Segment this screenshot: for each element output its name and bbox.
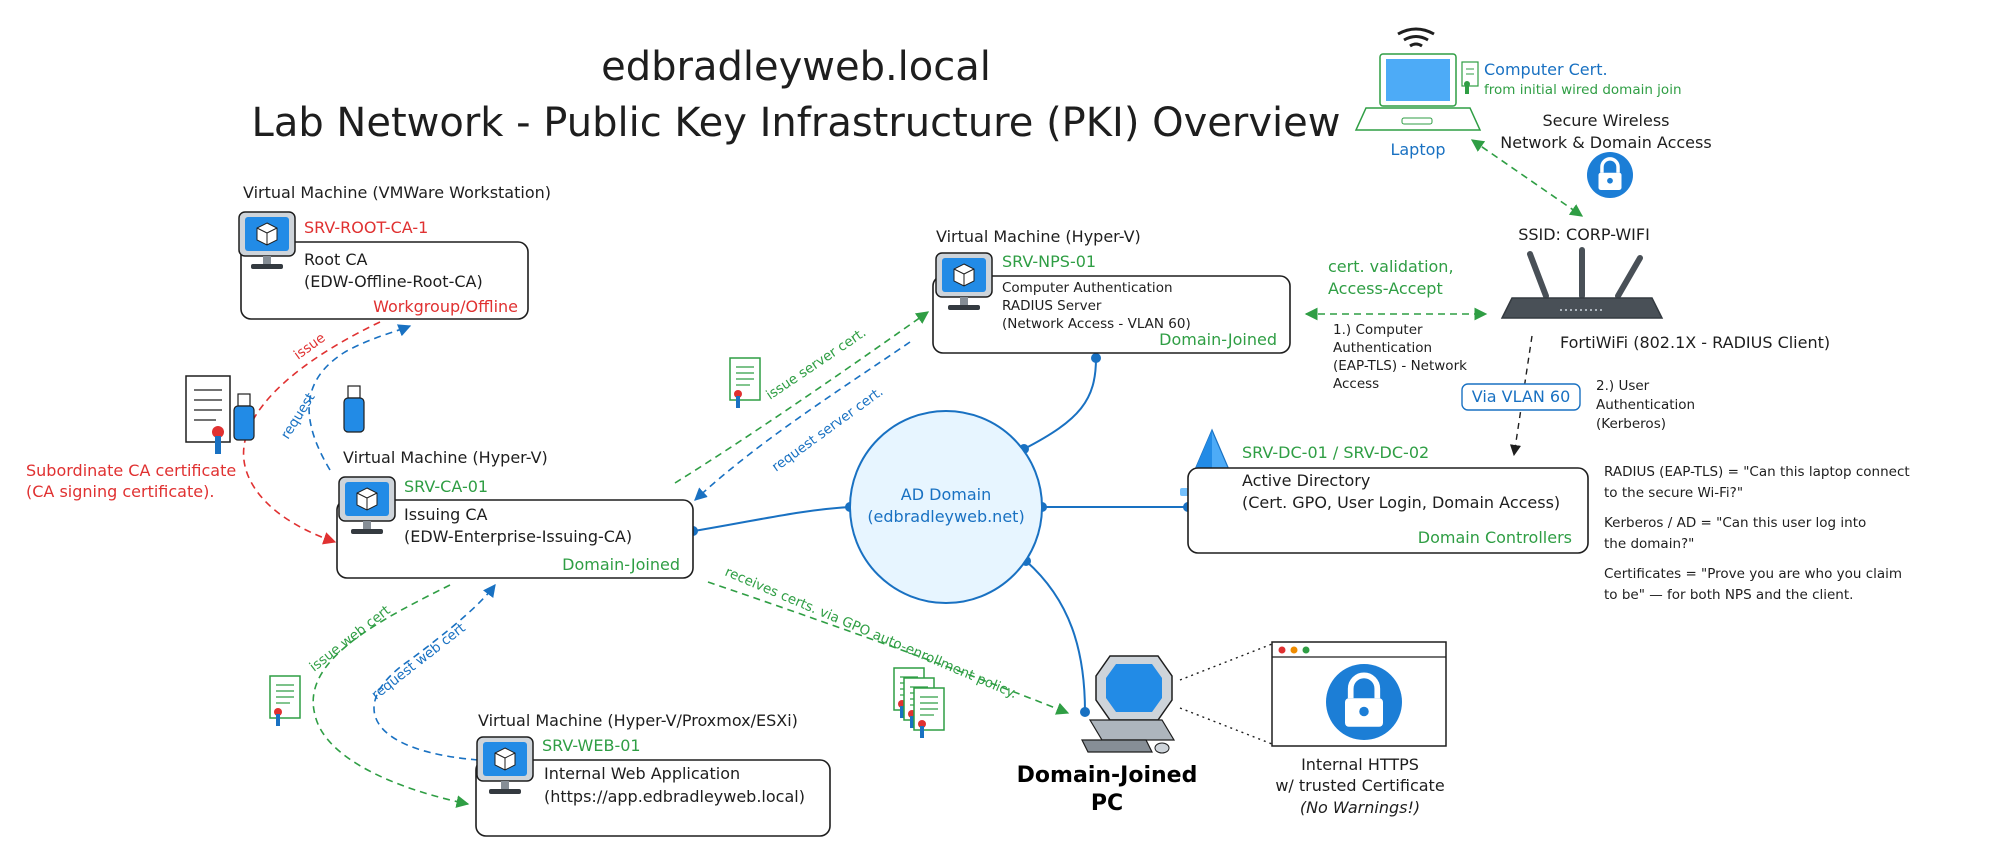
laptop-router-link [1470, 139, 1584, 217]
issue-server-cert-label: issue server cert. [763, 325, 869, 404]
router-label: FortiWiFi (802.1X - RADIUS Client) [1560, 333, 1830, 352]
certificate-stack-icon [893, 667, 945, 739]
gpo-autoenrollment-arrow [707, 581, 1070, 715]
request-label: request [278, 390, 319, 442]
comp-auth-line-4: Access [1333, 376, 1379, 392]
pc-label-line-2: PC [1091, 791, 1123, 816]
note-radius-line-2: to the secure Wi-Fi?" [1604, 485, 1743, 501]
wifi-signal-icon [1397, 27, 1435, 48]
nps-vm-label: Virtual Machine (Hyper-V) [936, 227, 1141, 246]
document-icon [185, 375, 231, 454]
ad-domain-circle[interactable] [849, 410, 1043, 604]
certificate-icon [1461, 61, 1479, 94]
issuing-ca-detail: (EDW-Enterprise-Issuing-CA) [404, 527, 632, 546]
router-ssid: SSID: CORP-WIFI [1518, 225, 1650, 244]
laptop-label: Laptop [1390, 140, 1445, 159]
lock-icon [1585, 150, 1635, 200]
browser-line-1: Internal HTTPS [1301, 755, 1419, 774]
request-arrow-issuing-to-root [308, 324, 412, 471]
ad-domain-line-2: (edbradleyweb.net) [867, 507, 1024, 526]
cert-validation-line-2: Access-Accept [1328, 279, 1443, 298]
note-kerberos-line-2: the domain?" [1604, 536, 1694, 552]
note-certs-line-2: to be" — for both NPS and the client. [1604, 587, 1853, 603]
dc-status: Domain Controllers [1418, 528, 1572, 547]
usb-drive-icon [233, 393, 255, 441]
nps-box[interactable] [932, 275, 1291, 354]
issuing-ca-box[interactable] [336, 499, 694, 579]
root-ca-detail: (EDW-Offline-Root-CA) [304, 272, 483, 291]
router-icon [1500, 247, 1664, 319]
browser-line-3: (No Warnings!) [1300, 798, 1420, 817]
web-line-2: (https://app.edbradleyweb.local) [544, 787, 805, 806]
web-vm-label: Virtual Machine (Hyper-V/Proxmox/ESXi) [478, 711, 798, 730]
root-ca-box[interactable] [240, 241, 529, 320]
secure-wireless-line-2: Network & Domain Access [1500, 133, 1711, 152]
nps-status: Domain-Joined [1159, 330, 1277, 349]
root-ca-hostname: SRV-ROOT-CA-1 [304, 218, 428, 237]
laptop-cert-line-1: Computer Cert. [1484, 60, 1608, 79]
nps-line-3: (Network Access - VLAN 60) [1002, 316, 1191, 332]
comp-auth-line-2: Authentication [1333, 340, 1432, 356]
web-line-1: Internal Web Application [544, 764, 740, 783]
request-web-cert-arrow [373, 583, 496, 761]
user-auth-line-2: Authentication [1596, 397, 1695, 413]
issuing-ca-vm-label: Virtual Machine (Hyper-V) [343, 448, 548, 467]
pc-label-line-1: Domain-Joined [1017, 763, 1198, 788]
certificate-icon [729, 357, 761, 409]
issue-arrow-root-to-issuing [242, 321, 381, 545]
usb-drive-icon [343, 385, 365, 433]
note-kerberos-line-1: Kerberos / AD = "Can this user log into [1604, 515, 1866, 531]
link-ad-to-nps [1023, 357, 1097, 450]
secure-wireless-line-1: Secure Wireless [1542, 111, 1669, 130]
workstation-pc-icon [1081, 655, 1176, 754]
dc-line-2: (Cert. GPO, User Login, Domain Access) [1242, 493, 1560, 512]
nps-line-1: Computer Authentication [1002, 280, 1173, 296]
browser-line-2: w/ trusted Certificate [1275, 776, 1444, 795]
title-line-2: Lab Network - Public Key Infrastructure … [252, 100, 1341, 146]
issue-label: issue [291, 330, 328, 363]
user-auth-line-3: (Kerberos) [1596, 416, 1666, 432]
issue-server-cert-arrow [674, 311, 930, 484]
certificate-icon [269, 675, 301, 727]
vlan-badge [1461, 383, 1581, 411]
request-server-cert-arrow [694, 341, 911, 501]
sub-ca-line-2: (CA signing certificate). [26, 482, 214, 501]
link-ad-to-pc [1025, 560, 1086, 713]
web-box[interactable] [475, 759, 831, 837]
note-certs-line-1: Certificates = "Prove you are who you cl… [1604, 566, 1902, 582]
note-radius-line-1: RADIUS (EAP-TLS) = "Can this laptop conn… [1604, 464, 1910, 480]
issuing-ca-status: Domain-Joined [562, 555, 680, 574]
nps-line-2: RADIUS Server [1002, 298, 1102, 314]
issuing-ca-hostname: SRV-CA-01 [404, 477, 488, 496]
dc-hostname: SRV-DC-01 / SRV-DC-02 [1242, 443, 1429, 462]
ad-domain-line-1: AD Domain [901, 485, 991, 504]
pc-browser-link-1 [1179, 643, 1273, 681]
web-hostname: SRV-WEB-01 [542, 736, 641, 755]
cert-validation-line-1: cert. validation, [1328, 257, 1454, 276]
vlan-badge-label: Via VLAN 60 [1472, 387, 1571, 406]
issue-web-cert-arrow [312, 584, 470, 808]
title-line-1: edbradleyweb.local [601, 44, 991, 90]
pc-browser-link-2 [1179, 707, 1273, 745]
comp-auth-line-3: (EAP-TLS) - Network [1333, 358, 1467, 374]
link-dot-nps [1091, 353, 1101, 363]
request-web-cert-label: request web cert [369, 620, 469, 703]
user-auth-line-1: 2.) User [1596, 378, 1650, 394]
root-ca-vm-label: Virtual Machine (VMWare Workstation) [243, 183, 551, 202]
link-dot-pc [1080, 707, 1090, 717]
issue-web-cert-label: issue web cert [307, 602, 394, 675]
comp-auth-line-1: 1.) Computer [1333, 322, 1423, 338]
root-ca-status: Workgroup/Offline [373, 297, 518, 316]
nps-hostname: SRV-NPS-01 [1002, 252, 1096, 271]
laptop-cert-line-2: from initial wired domain join [1484, 82, 1682, 98]
link-issuing-to-ad [693, 506, 851, 532]
sub-ca-line-1: Subordinate CA certificate [26, 461, 236, 480]
dc-line-1: Active Directory [1242, 471, 1370, 490]
laptop-icon [1354, 53, 1482, 131]
issuing-ca-role: Issuing CA [404, 505, 488, 524]
dc-box[interactable] [1187, 467, 1589, 554]
lock-icon [1326, 664, 1402, 740]
root-ca-role: Root CA [304, 250, 368, 269]
